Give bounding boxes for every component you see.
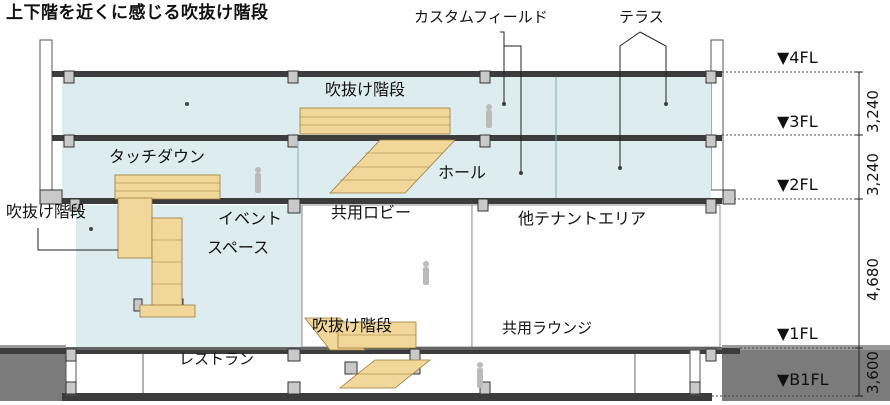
leader-terrace-2 <box>639 31 667 104</box>
restaurant-box <box>143 354 293 360</box>
column-a-b1 <box>65 381 77 395</box>
b1-right-wall <box>689 349 701 396</box>
column-d-b1 <box>689 381 701 395</box>
label-lobby: 共用ロビー <box>331 203 412 222</box>
slab-b1 <box>62 393 712 401</box>
slab-4f <box>52 71 722 77</box>
right-outer-wall <box>710 39 724 191</box>
leader-fukinuke-left <box>37 228 118 251</box>
person-1-head <box>486 104 492 110</box>
callout-fukinuke-left: 吹抜け階段 <box>6 202 87 221</box>
leader-custom-field <box>500 31 505 104</box>
callout-custom-field: カスタムフィールド <box>414 8 548 26</box>
callout-terrace: テラス <box>619 8 664 26</box>
label-event-line1: イベント <box>218 209 283 228</box>
label-fukinuke-b1: 吹抜け階段 <box>312 316 393 335</box>
dot-1 <box>185 102 189 106</box>
column-d-2f <box>705 198 717 214</box>
height-1f-b1f: 3,600 <box>864 351 882 394</box>
ground-surface-left <box>0 345 66 350</box>
slab-1f-inner <box>66 347 722 350</box>
left-annex <box>39 189 63 205</box>
column-c-2f <box>477 198 489 212</box>
b1-floor-area <box>66 355 716 363</box>
column-a-4f <box>63 70 75 84</box>
floor-label-1f: ▼1FL <box>777 324 818 343</box>
floor-label-b1f: ▼B1FL <box>777 370 829 389</box>
column-d-1f <box>705 348 717 362</box>
column-b-3f <box>287 134 299 148</box>
ground-left <box>0 348 66 401</box>
column-b-b1 <box>287 381 301 395</box>
height-3f-2f: 3,240 <box>864 153 882 196</box>
terrace-area-3f <box>556 77 711 135</box>
slab-2f <box>52 198 722 204</box>
slab-1f <box>0 348 740 354</box>
person-3-body <box>423 267 429 285</box>
column-d-3f <box>705 134 717 148</box>
column-a-2f <box>69 198 81 212</box>
glass-1f-left <box>76 205 302 347</box>
label-lounge: 共用ラウンジ <box>502 319 593 337</box>
leader-custom-field-2 <box>504 45 522 173</box>
column-a-3f <box>63 134 75 148</box>
label-hall: ホール <box>438 163 487 182</box>
column-b-2f <box>287 198 301 214</box>
person-2-body <box>255 173 261 193</box>
stair-flight-2f-left <box>117 197 153 259</box>
column-c-3f <box>479 134 491 148</box>
stair-base-1f <box>139 304 196 318</box>
column-b-1f <box>287 348 301 362</box>
label-touch-down: タッチダウン <box>109 147 206 166</box>
column-d-4f <box>705 70 717 84</box>
column-b-4f <box>287 70 299 84</box>
person-1-body <box>486 110 492 128</box>
person-2-head <box>255 167 261 173</box>
left-outer-wall <box>39 39 53 196</box>
stair-landing-3f <box>299 107 451 135</box>
column-c-4f <box>479 70 491 84</box>
label-restaurant: レストラン <box>179 350 255 368</box>
person-4-head <box>477 362 483 368</box>
column-c-1f <box>409 348 421 362</box>
slab-3f <box>52 135 722 141</box>
person-3-head <box>423 261 429 267</box>
floor-label-4f: ▼4FL <box>777 48 818 67</box>
stair-landing-2f <box>114 174 221 200</box>
height-2f-1f: 4,680 <box>864 258 882 301</box>
tenant-area <box>471 204 721 348</box>
leader-terrace <box>619 31 641 168</box>
label-event-line2: スペース <box>207 238 270 257</box>
person-4-body <box>477 368 483 388</box>
right-annex <box>722 189 736 205</box>
floor-label-2f: ▼2FL <box>777 175 818 194</box>
column-a-1f <box>65 348 77 362</box>
diagram-title: 上下階を近くに感じる吹抜け階段 <box>6 3 269 23</box>
label-fukinuke-3f: 吹抜け階段 <box>325 80 406 99</box>
terrace-area-2f <box>556 141 711 199</box>
height-4f-3f: 3,240 <box>864 90 882 133</box>
dot-6 <box>89 227 93 231</box>
label-tenant: 他テナントエリア <box>518 209 647 228</box>
ground-right <box>722 348 890 401</box>
column-e-b1 <box>344 361 358 375</box>
floor-label-3f: ▼3FL <box>777 112 818 131</box>
stair-flight-1f-left <box>151 217 183 309</box>
